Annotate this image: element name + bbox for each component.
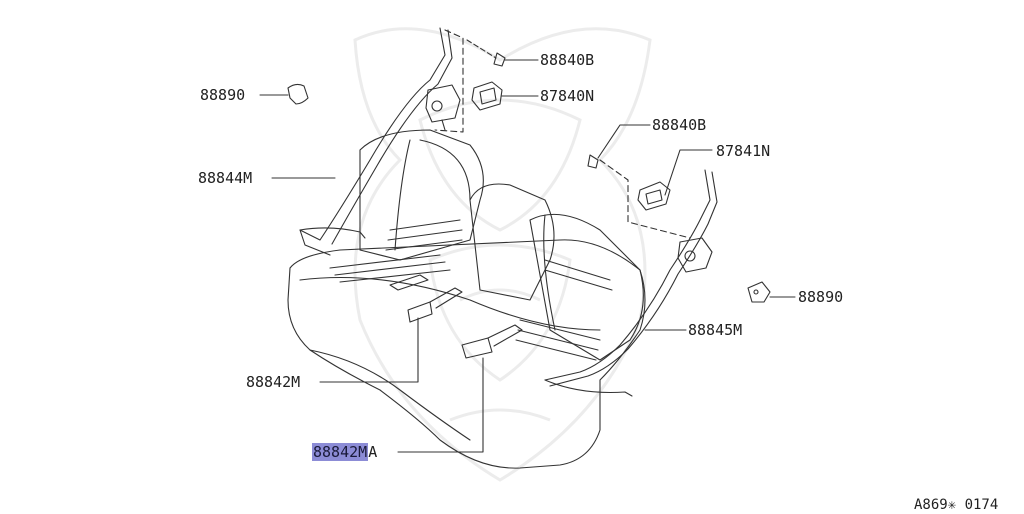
right-belt-webbing — [544, 169, 711, 381]
right-retractor — [677, 237, 713, 273]
callout-belt-left: 88844M — [198, 169, 253, 187]
callout-bracket-right: 87841N — [716, 142, 771, 160]
highlighted-part-number[interactable]: 88842M — [312, 443, 369, 461]
seat-back-left — [359, 129, 484, 261]
callout-cover-left: 88890 — [200, 86, 246, 104]
left-buckle — [407, 301, 433, 323]
callout-buckle-left: 88842M — [246, 373, 301, 391]
seat-back-right — [529, 213, 644, 361]
left-belt-webbing — [299, 27, 446, 256]
right-bracket — [637, 181, 671, 211]
left-bolt — [493, 52, 506, 67]
left-bracket — [471, 81, 503, 111]
right-cover — [747, 281, 771, 303]
callout-bracket-left: 87840N — [540, 87, 595, 105]
center-buckle — [461, 337, 493, 359]
drawing-code: A869✳ 0174 — [914, 497, 999, 513]
right-bolt — [587, 154, 599, 169]
left-cover — [287, 83, 309, 105]
callout-bolt-right: 88840B — [652, 116, 707, 134]
part-number-suffix: A — [368, 443, 378, 461]
left-retractor — [425, 84, 461, 123]
callout-cover-right: 88890 — [798, 288, 844, 306]
callout-buckle-center[interactable]: 88842MA — [312, 443, 377, 461]
callout-belt-right: 88845M — [688, 321, 743, 339]
callout-bolt-left: 88840B — [540, 51, 595, 69]
seat-cushion — [287, 239, 646, 469]
seat-back-center — [469, 183, 555, 301]
